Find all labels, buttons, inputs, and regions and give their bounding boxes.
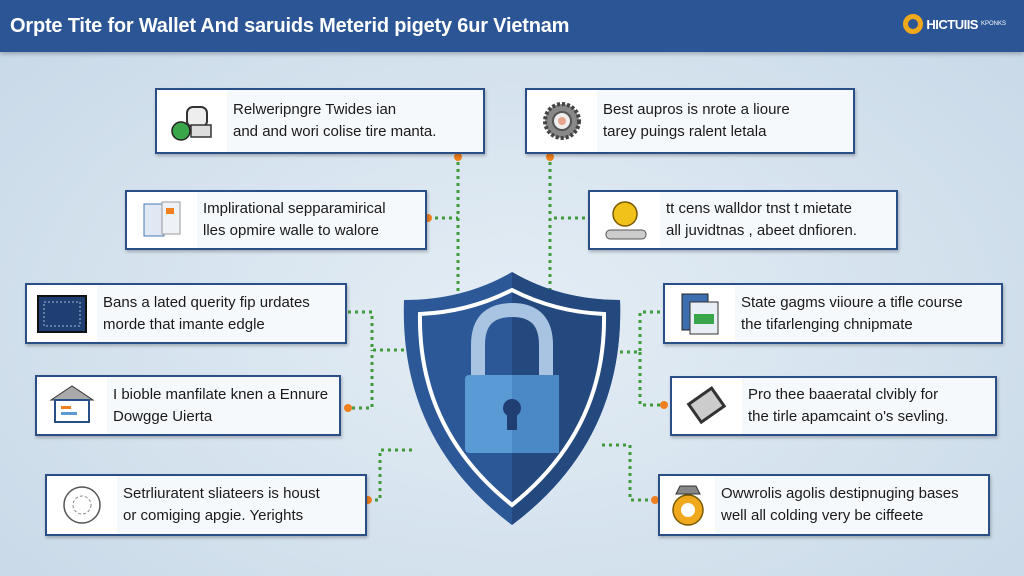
box-line: Implirational sepparamirical: [203, 200, 386, 217]
house-computer-icon: [37, 377, 107, 434]
box-line: and and wori colise tire manta.: [233, 123, 437, 140]
connector: [548, 155, 570, 302]
info-box: Implirational sepparamirical lles opmire …: [125, 190, 427, 250]
info-box: Best aupros is nrote a lioure tarey puing…: [525, 88, 855, 154]
info-box: Bans a lated querity fip urdates morde th…: [25, 283, 347, 344]
box-line: Bans a lated querity fip urdates: [103, 293, 310, 311]
connector-dot: [660, 401, 668, 409]
info-box: Setrliuratent sliateers is houst or comig…: [45, 474, 367, 536]
box-line: I bioble manfilate knen a Ennure: [113, 385, 329, 403]
info-box: State gagms viioure a tifle course the ti…: [663, 283, 1003, 344]
coin-icon: [590, 192, 660, 248]
info-box: Relweripngre Twides ian and and wori coli…: [155, 88, 485, 154]
box-line: or comiging apgie. Yerights: [123, 507, 304, 524]
info-box: tt cens walldor tnst t mietate all juvidt…: [588, 190, 898, 250]
box-line: Dowgge Uierta: [113, 407, 213, 425]
connector: [638, 352, 667, 407]
box-line: all juvidtnas , abeet dnfioren.: [666, 222, 857, 239]
connector: [368, 448, 415, 502]
lock-shackle: [471, 302, 553, 380]
logo-icon: [903, 14, 924, 34]
documents-icon: [127, 192, 197, 248]
globe-icon: [47, 476, 117, 534]
connector: [610, 310, 660, 354]
badge-icon: [660, 476, 715, 534]
monitor-icon: [27, 285, 97, 342]
box-line: tt cens walldor tnst t mietate: [666, 200, 852, 217]
connector: [348, 310, 410, 352]
gear-icon: [527, 90, 597, 152]
box-line: Owwrolis agolis destipnuging bases: [721, 485, 959, 502]
tablet-icon: [665, 285, 735, 342]
connector-dot: [546, 153, 554, 161]
box-line: Setrliuratent sliateers is houst: [123, 485, 320, 502]
page-title: Orpte Tite for Wallet And saruids Meteri…: [10, 15, 570, 37]
box-line: tarey puings ralent letala: [603, 123, 767, 140]
connector-dot: [454, 153, 462, 161]
box-line: well all colding very be ciffeete: [721, 507, 924, 524]
info-box: Owwrolis agolis destipnuging bases well a…: [658, 474, 990, 536]
box-line: morde that imante edgle: [103, 315, 265, 333]
shield: [403, 272, 621, 525]
info-box: Pro thee baaeratal clvibly for the tirle …: [670, 376, 997, 436]
logo: HICTUIIS KPONKS: [903, 14, 1006, 34]
card-icon: [672, 378, 742, 434]
box-line: lles opmire walle to walore: [203, 222, 379, 239]
connector: [600, 443, 655, 502]
box-line: Best aupros is nrote a lioure: [603, 101, 790, 118]
box-line: State gagms viioure a tifle course: [741, 293, 963, 311]
header-bar: Orpte Tite for Wallet And saruids Meteri…: [0, 0, 1024, 52]
logo-text: HICTUIIS: [926, 16, 978, 32]
logo-subtext: KPONKS: [980, 21, 1006, 27]
connector-dot: [344, 404, 352, 412]
connector: [345, 350, 374, 410]
box-line: the tifarlenging chnipmate: [741, 315, 913, 333]
box-line: Relweripngre Twides ian: [233, 101, 397, 118]
box-line: the tirle apamcaint o's sevling.: [748, 408, 949, 425]
kitchen-appliance-icon: [157, 90, 227, 152]
box-line: Pro thee baaeratal clvibly for: [748, 386, 939, 403]
connector-dot: [651, 496, 659, 504]
